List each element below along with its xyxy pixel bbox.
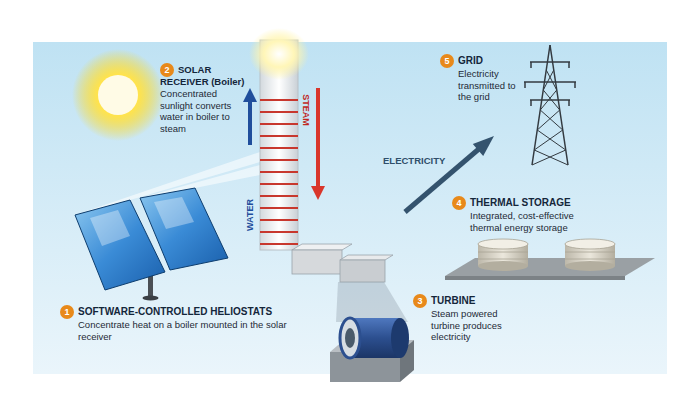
tank-stripe — [478, 252, 528, 253]
tower-band — [260, 147, 298, 149]
pylon-arm — [530, 99, 570, 101]
tower-band — [260, 159, 298, 161]
storage-tank-bottom — [478, 261, 528, 271]
water-arrowhead — [243, 88, 257, 102]
storage-slab-edge — [445, 276, 625, 280]
heliostat-base — [143, 296, 159, 301]
callout-text: Steam powered turbine produces electrici… — [431, 308, 516, 343]
tower-bands — [260, 100, 298, 244]
turbine-shaft — [345, 328, 355, 348]
flow-label: STEAM — [300, 94, 311, 126]
zoom-cone — [336, 282, 408, 322]
callout-text: Electricity transmitted to the grid — [458, 68, 518, 103]
callout-text: Concentrated sunlight converts water in … — [160, 88, 240, 134]
transmission-pylon — [524, 45, 576, 165]
mirror-reflection — [90, 210, 130, 246]
storage-tank-top — [565, 239, 615, 249]
insulator — [530, 100, 532, 106]
turbine-face — [340, 318, 360, 358]
sky-panel — [33, 42, 667, 374]
turbine-end — [391, 318, 409, 358]
insulator — [568, 62, 570, 68]
pylon-arm — [530, 61, 570, 63]
tank-stripe — [565, 259, 615, 260]
sun — [98, 75, 138, 115]
storage-tank-top — [478, 239, 528, 249]
flow-label: ELECTRICITY — [383, 155, 445, 167]
mirror-reflection — [154, 197, 194, 229]
steam-arrow — [316, 88, 320, 188]
light-beam — [140, 165, 260, 198]
tower-band — [260, 231, 298, 233]
power-building — [292, 250, 342, 274]
callout-text: Concentrate heat on a boiler mounted in … — [78, 319, 318, 342]
power-building — [340, 260, 385, 282]
insulator — [524, 82, 526, 88]
callout-heading: GRID — [458, 55, 518, 67]
storage-tank-bottom — [565, 261, 615, 271]
callout-number: 3 — [413, 294, 427, 308]
callout-heading: TURBINE — [431, 295, 531, 307]
callout-number: 5 — [440, 54, 454, 68]
tower-band — [260, 111, 298, 113]
pylon-arm — [524, 81, 576, 83]
tower-band — [260, 243, 298, 245]
receiver-glow — [249, 28, 309, 80]
tower-band — [260, 195, 298, 197]
callout-number: 4 — [452, 196, 466, 210]
pylon-leg — [550, 45, 568, 165]
flow-label: WATER — [245, 199, 256, 231]
steam-arrowhead — [311, 186, 325, 200]
pylon-lattice — [532, 70, 566, 165]
callout-heading: SOLAR RECEIVER (Boiler) — [160, 64, 250, 87]
insulator — [574, 82, 576, 88]
callout-text: Integrated, cost-effective thermal energ… — [470, 210, 600, 233]
sun-glow — [72, 49, 164, 141]
tank-stripe — [565, 252, 615, 253]
callout-number: 2 — [160, 63, 174, 77]
building-roof — [292, 244, 352, 250]
tower-band — [260, 207, 298, 209]
pylon-leg — [532, 45, 550, 165]
callout-heading: THERMAL STORAGE — [470, 197, 630, 209]
tower-band — [260, 135, 298, 137]
callout-number: 1 — [60, 305, 74, 319]
heliostat-mirror — [140, 188, 228, 270]
tank-stripe — [478, 259, 528, 260]
tower-band — [260, 123, 298, 125]
building-roof — [340, 255, 393, 260]
callout-heading: SOFTWARE-CONTROLLED HELIOSTATS — [78, 306, 318, 318]
insulator — [530, 62, 532, 68]
electricity-arrowhead — [473, 136, 494, 156]
tower-band — [260, 171, 298, 173]
storage-slab — [445, 258, 655, 276]
insulator — [568, 100, 570, 106]
tower-band — [260, 99, 298, 101]
tower-band — [260, 219, 298, 221]
tower-band — [260, 183, 298, 185]
water-arrow — [248, 100, 252, 145]
